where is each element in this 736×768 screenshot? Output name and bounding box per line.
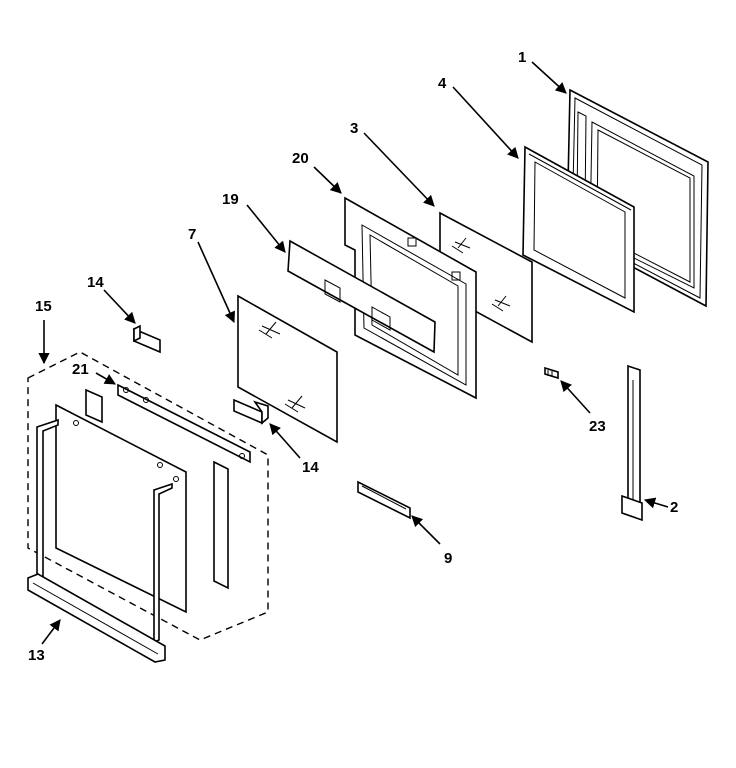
callout-19: 19 [222, 191, 239, 208]
outer-door-glass-panel [55, 403, 187, 614]
callout-7: 7 [188, 226, 196, 243]
part-14-glass-clip-upper [133, 324, 161, 354]
part-14-glass-clip-lower [233, 398, 269, 425]
part-7-middle-glass [237, 294, 338, 444]
callout-15: 15 [35, 298, 52, 315]
callout-1: 1 [518, 49, 526, 66]
callout-20: 20 [292, 150, 309, 167]
side-strip-left [85, 388, 103, 424]
callout-2: 2 [670, 499, 678, 516]
callout-14-lower: 14 [302, 459, 319, 476]
side-strip-right [213, 460, 229, 590]
part-13-bottom-trim [27, 573, 166, 663]
part-2-hinge [621, 364, 643, 522]
part-23-small-clip [544, 366, 559, 380]
leader-arrows [38, 61, 669, 645]
part-19-baffle [287, 239, 436, 354]
callout-21: 21 [72, 361, 89, 378]
part-15-outer-door-assembly [27, 351, 269, 641]
callout-3: 3 [350, 120, 358, 137]
callout-9: 9 [444, 550, 452, 567]
part-4-door-frame [522, 145, 635, 314]
callout-labels: 1 4 3 20 19 7 14 15 21 14 23 2 9 13 [28, 49, 678, 664]
callout-13: 13 [28, 647, 45, 664]
part-9-vent-trim [357, 480, 411, 520]
part-21-top-trim [117, 383, 251, 464]
callout-14-upper: 14 [87, 274, 104, 291]
callout-4: 4 [438, 75, 447, 92]
callout-23: 23 [589, 418, 606, 435]
